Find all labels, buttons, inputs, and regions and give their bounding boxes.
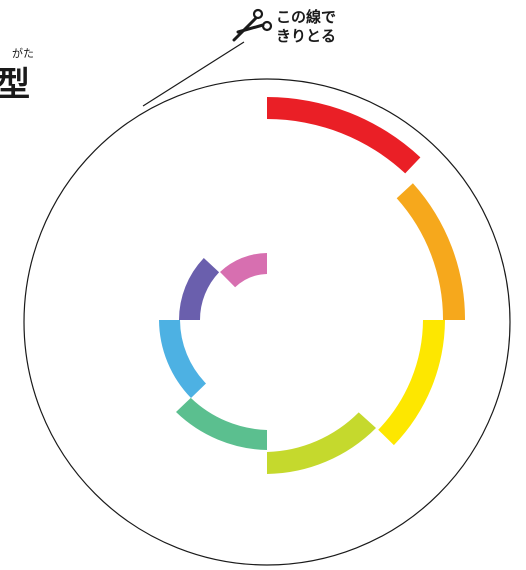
cut-instruction-line1: この線で [276, 8, 337, 26]
title-ruby: がた [12, 47, 34, 60]
cut-leader-line [142, 41, 245, 107]
scissors-icon [232, 8, 273, 42]
wheel-segment-indigo [179, 258, 220, 320]
wheel-segment-orange [396, 183, 466, 320]
cut-instruction: この線で きりとる [276, 8, 336, 46]
wheel-segment-green [176, 397, 267, 450]
wheel-segment-sky-blue [159, 320, 206, 398]
page-title: 型 [0, 65, 30, 105]
cut-circle [23, 78, 511, 566]
wheel-segment-yellow-green [267, 412, 376, 474]
wheel-segment-yellow [378, 320, 445, 446]
wheel-segment-pink [220, 253, 267, 288]
cut-instruction-line2: きりとる [276, 26, 337, 45]
wheel-segment-red [267, 97, 421, 174]
